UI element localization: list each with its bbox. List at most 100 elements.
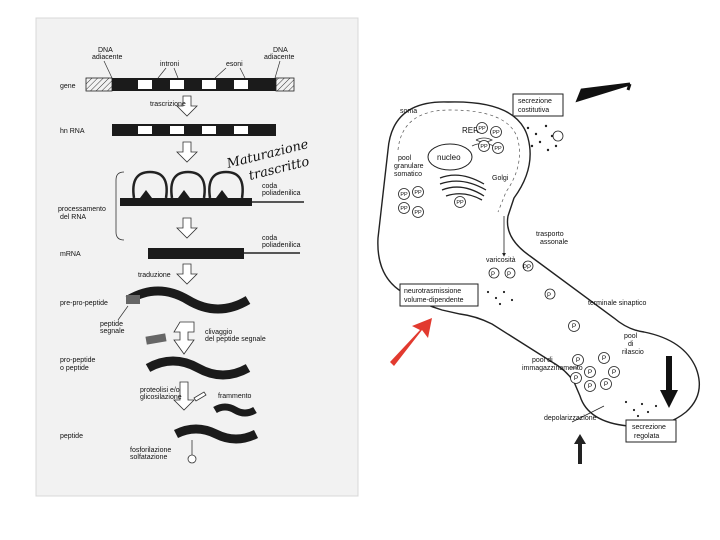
axon-vesicle bbox=[544, 288, 556, 300]
label-varicosity: varicosità bbox=[486, 257, 516, 264]
cleavage-arrow bbox=[173, 321, 195, 355]
label-mrna: mRNA bbox=[60, 251, 81, 258]
label-granular-pool-1: pool bbox=[398, 155, 412, 162]
varicosity-vesicle-3 bbox=[522, 260, 534, 272]
label-granular-pool-2: granulare bbox=[394, 163, 424, 170]
vesicle-membrane bbox=[608, 366, 620, 378]
vesicle-membrane bbox=[490, 126, 502, 138]
down-arrow-4 bbox=[176, 263, 198, 285]
label-polya-tail-1a: coda bbox=[262, 183, 277, 190]
label-signal-cleavage-2: del peptide segnale bbox=[205, 336, 266, 343]
vesicle-membrane bbox=[600, 378, 612, 390]
processing-bracket bbox=[115, 171, 125, 241]
label-nucleus: nucleo bbox=[437, 153, 461, 162]
vesicle: PP bbox=[490, 126, 502, 138]
fragment-split-arrow bbox=[193, 391, 207, 402]
label-leader-lines bbox=[103, 60, 281, 79]
label-storage-pool-1: pool di bbox=[532, 357, 553, 364]
vesicle-membrane bbox=[570, 372, 582, 384]
label-exons: esoni bbox=[226, 61, 243, 68]
signal-peptide-leader bbox=[117, 305, 129, 321]
vesicle: P bbox=[584, 380, 596, 392]
vesicle-label: PP bbox=[492, 130, 500, 136]
vesicle: PP bbox=[398, 188, 410, 200]
label-dna-adjacent-left-2: adiacente bbox=[92, 54, 122, 61]
vesicle: P bbox=[570, 372, 582, 384]
label-release-pool-3: rilascio bbox=[622, 349, 644, 356]
vesicle-label: P bbox=[576, 357, 580, 364]
label-soma: soma bbox=[400, 108, 417, 115]
label-transcription: trascrizione bbox=[150, 101, 186, 108]
label-synaptic-terminal: terminale sinaptico bbox=[588, 300, 646, 307]
nucleus bbox=[427, 143, 473, 171]
vesicle-membrane bbox=[492, 142, 504, 154]
vesicle: P bbox=[608, 366, 620, 378]
label-hnrna: hn RNA bbox=[60, 128, 85, 135]
vesicle-membrane bbox=[412, 186, 424, 198]
label-axonal-transport-2: assonale bbox=[540, 239, 568, 246]
label-processing-1: processamento bbox=[58, 206, 106, 213]
label-introns: introni bbox=[160, 61, 180, 68]
label-release-pool-1: pool bbox=[624, 333, 638, 340]
vesicle: PP bbox=[412, 206, 424, 218]
phosphate-group bbox=[187, 454, 197, 464]
black-arrow-bottom bbox=[660, 356, 678, 408]
label-regulated-secretion-1: secrezione bbox=[632, 424, 666, 431]
label-release-pool-2: di bbox=[628, 341, 634, 348]
label-storage-pool-2: immagazzinamento bbox=[522, 365, 583, 372]
vesicle: PP bbox=[476, 122, 488, 134]
hnrna-bar bbox=[112, 124, 276, 136]
red-arrow bbox=[390, 318, 432, 366]
box-volume-neurotransmission bbox=[399, 283, 479, 307]
label-translation: traduzione bbox=[138, 272, 171, 279]
label-dna-adjacent-left-1: DNA bbox=[98, 47, 113, 54]
label-signal-cleavage-1: clivaggio bbox=[205, 329, 232, 336]
vesicle: P bbox=[600, 378, 612, 390]
vesicle-label-p2: P bbox=[507, 272, 511, 278]
vesicle-membrane bbox=[398, 188, 410, 200]
vesicle-label: PP bbox=[478, 126, 486, 132]
vesicle-membrane bbox=[584, 380, 596, 392]
box-regulated-secretion bbox=[625, 419, 677, 443]
signal-peptide-segment bbox=[126, 295, 140, 304]
pre-pro-peptide-chain bbox=[125, 286, 251, 314]
golgi-stack bbox=[439, 174, 487, 201]
gene-expression-panel: DNA adiacente introni esoni DNA adiacent… bbox=[35, 17, 359, 497]
splicing-loops bbox=[120, 170, 304, 206]
regulated-secretion-dots bbox=[624, 400, 658, 418]
label-pro-peptide-2: o peptide bbox=[60, 365, 89, 372]
constitutive-secretion-dots bbox=[526, 124, 558, 152]
vesicle-membrane bbox=[454, 196, 466, 208]
label-granular-pool-3: somatico bbox=[394, 171, 422, 178]
label-phosphorylation-1: fosforilazione bbox=[130, 447, 171, 454]
label-pre-pro-peptide: pre-pro-peptide bbox=[60, 300, 108, 307]
label-gene: gene bbox=[60, 83, 76, 90]
label-dna-adjacent-right-1: DNA bbox=[273, 47, 288, 54]
label-polya-tail-1b: poliadenilica bbox=[262, 190, 301, 197]
label-phosphorylation-2: solfatazione bbox=[130, 454, 167, 461]
vesicle-label-p1: P bbox=[491, 272, 495, 278]
vesicle-label: P bbox=[588, 383, 592, 390]
down-arrow-3 bbox=[176, 217, 198, 239]
vesicle-label: P bbox=[604, 381, 608, 388]
depolarization-arrow bbox=[574, 434, 586, 464]
constitutive-vesicle bbox=[552, 130, 564, 142]
varicosity-vesicle-1 bbox=[488, 267, 500, 279]
vesicle: P bbox=[598, 352, 610, 364]
fragment-piece bbox=[213, 403, 257, 417]
label-polya-tail-2b: poliadenilica bbox=[262, 242, 301, 249]
neuron-outline bbox=[377, 101, 700, 428]
vesicle: P bbox=[572, 354, 584, 366]
vesicle-label-pp: PP bbox=[523, 265, 531, 271]
volume-secretion-dots bbox=[486, 290, 514, 306]
box-constitutive-secretion bbox=[512, 93, 564, 117]
soma-inner-membrane bbox=[397, 109, 520, 213]
vesicle-label: P bbox=[574, 375, 578, 382]
label-fragments: frammento bbox=[218, 393, 252, 400]
vesicle: P bbox=[584, 366, 596, 378]
label-regulated-secretion-2: regolata bbox=[634, 433, 659, 440]
vesicle-membrane bbox=[412, 206, 424, 218]
vesicle-label: PP bbox=[414, 210, 422, 216]
